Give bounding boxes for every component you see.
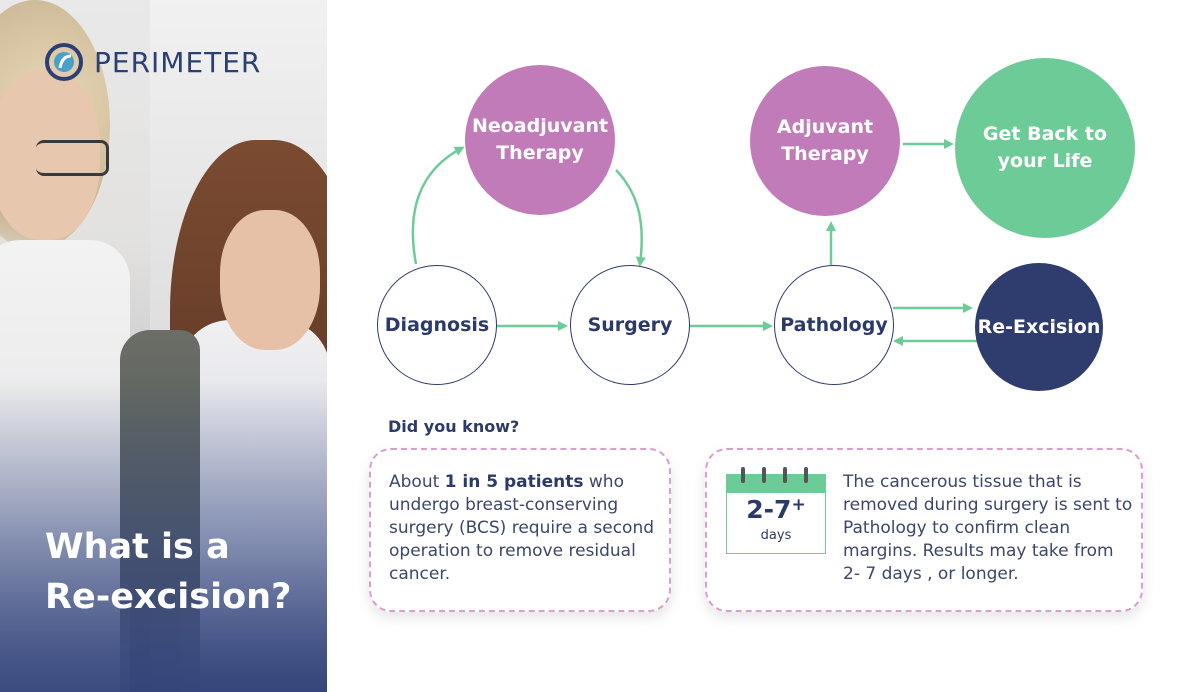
hero-photo: PERIMETER What is a Re-excision? (0, 0, 327, 692)
node-re-excision-label: Re-Excision (977, 316, 1101, 338)
calendar-ring (804, 467, 808, 483)
fact1-pre: About (389, 472, 445, 492)
page-title: What is a Re-excision? (45, 522, 315, 622)
fact-card-statistic-text: About 1 in 5 patients who undergo breast… (389, 471, 659, 586)
fact1-post: who undergo breast-conserving surgery (B… (389, 472, 655, 584)
calendar-ring (741, 467, 745, 483)
node-get-back-to-your-life: Get Back to your Life (955, 58, 1135, 238)
arrow-diagnosis-to-neoadjuvant (411, 146, 465, 265)
page-title-line2: Re-excision? (45, 577, 292, 617)
node-neoadjuvant-therapy: Neoadjuvant Therapy (465, 65, 615, 215)
brand-name: PERIMETER (94, 45, 262, 79)
calendar-plus: + (791, 495, 806, 515)
node-neoadjuvant-line1: Neoadjuvant (471, 115, 609, 137)
perimeter-logo-icon (44, 42, 84, 82)
calendar-ring (783, 467, 787, 483)
node-surgery-label: Surgery (587, 314, 673, 336)
calendar-icon: 2-7+ days (726, 467, 826, 554)
node-pathology: Pathology (774, 265, 894, 385)
fact-card-pathology-text: The cancerous tissue that is removed dur… (843, 472, 1133, 584)
photo-gradient-overlay (0, 0, 327, 692)
node-diagnosis: Diagnosis (377, 265, 497, 385)
calendar-unit: days (760, 528, 792, 543)
did-you-know-heading: Did you know? (388, 417, 520, 436)
page-title-line1: What is a (45, 527, 230, 567)
fact1-bold: 1 in 5 patients (444, 472, 584, 492)
arrow-neoadjuvant-to-surgery (615, 169, 646, 267)
node-get-back-line1: Get Back to (982, 123, 1108, 145)
fact-card-pathology-time: 2-7+ days The cancerous tissue that is r… (705, 448, 1143, 612)
calendar-number-value: 2-7 (746, 495, 792, 524)
node-pathology-label: Pathology (780, 314, 888, 336)
node-get-back-line2: your Life (997, 150, 1093, 172)
calendar-header (727, 475, 825, 493)
node-adjuvant-line1: Adjuvant (776, 116, 874, 138)
node-adjuvant-therapy: Adjuvant Therapy (750, 66, 900, 216)
node-re-excision: Re-Excision (975, 263, 1103, 391)
calendar-number: 2-7+ (727, 495, 825, 524)
node-neoadjuvant-line2: Therapy (496, 142, 584, 164)
node-surgery: Surgery (570, 265, 690, 385)
calendar-ring (762, 467, 766, 483)
brand-logo[interactable]: PERIMETER (44, 42, 261, 82)
node-diagnosis-label: Diagnosis (384, 314, 490, 336)
fact-card-statistic: About 1 in 5 patients who undergo breast… (369, 448, 671, 612)
node-adjuvant-line2: Therapy (781, 143, 869, 165)
